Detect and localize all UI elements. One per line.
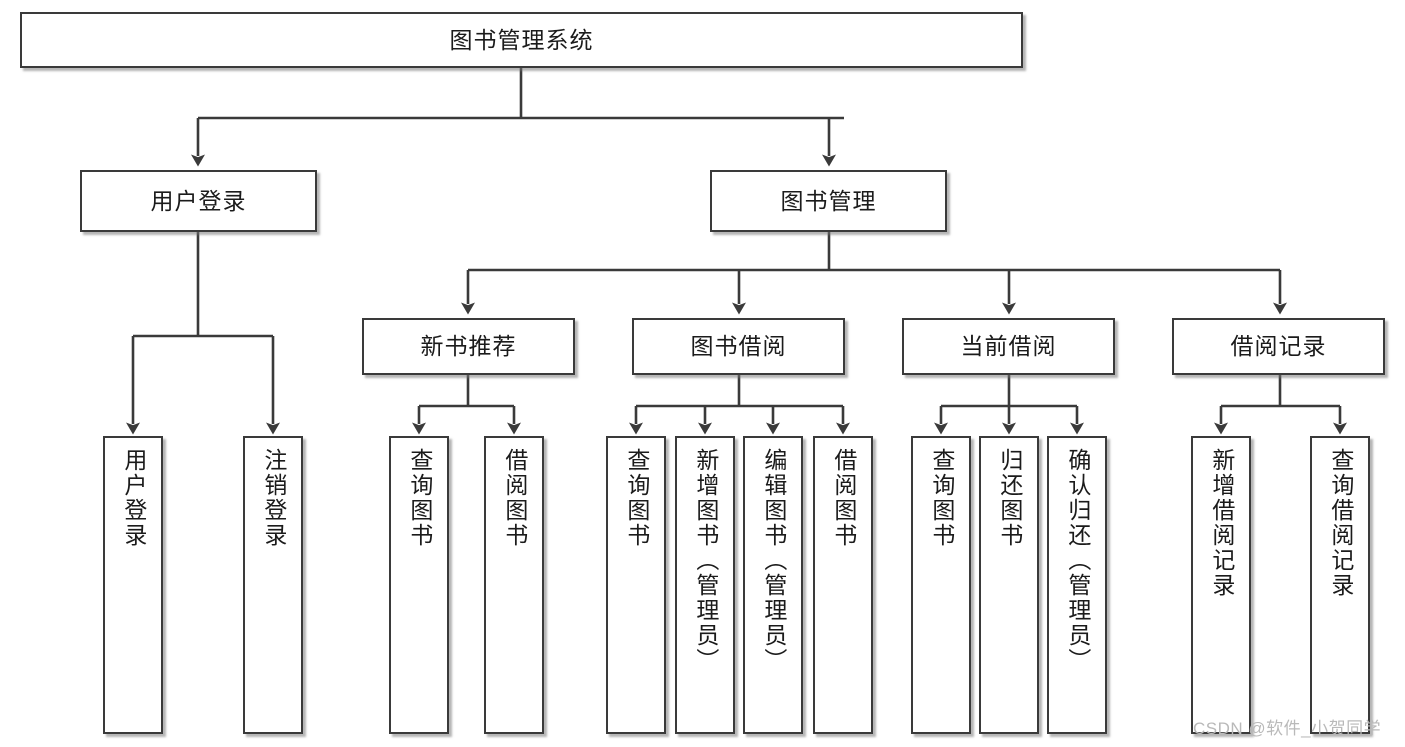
- leaf-label: 借阅图书: [501, 448, 528, 548]
- leaf-current-borrow-3[interactable]: 确认归还（管理员）: [1047, 436, 1107, 734]
- leaf-label: 新增图书（管理员）: [692, 448, 719, 673]
- node-root[interactable]: 图书管理系统: [20, 12, 1023, 68]
- leaf-user-login-1[interactable]: 用户登录: [103, 436, 163, 734]
- leaf-label: 借阅图书: [830, 448, 857, 548]
- leaf-label: 确认归还（管理员）: [1064, 448, 1091, 673]
- leaf-label: 查询借阅记录: [1327, 448, 1354, 598]
- leaf-current-borrow-1[interactable]: 查询图书: [911, 436, 971, 734]
- leaf-label: 新增借阅记录: [1208, 448, 1235, 598]
- node-book-manage-label: 图书管理: [780, 187, 877, 214]
- node-new-book-recommend[interactable]: 新书推荐: [362, 318, 575, 375]
- leaf-new-book-2[interactable]: 借阅图书: [484, 436, 544, 734]
- node-borrow-record[interactable]: 借阅记录: [1172, 318, 1385, 375]
- leaf-label: 用户登录: [120, 448, 147, 548]
- leaf-book-borrow-3[interactable]: 编辑图书（管理员）: [743, 436, 803, 734]
- leaf-label: 查询图书: [406, 448, 433, 548]
- leaf-user-login-2[interactable]: 注销登录: [243, 436, 303, 734]
- leaf-label: 归还图书: [996, 448, 1023, 548]
- node-current-borrow-label: 当前借阅: [960, 333, 1057, 360]
- node-user-login[interactable]: 用户登录: [80, 170, 317, 232]
- node-current-borrow[interactable]: 当前借阅: [902, 318, 1115, 375]
- node-book-borrow[interactable]: 图书借阅: [632, 318, 845, 375]
- node-book-manage[interactable]: 图书管理: [710, 170, 947, 232]
- node-new-book-recommend-label: 新书推荐: [420, 333, 517, 360]
- leaf-label: 查询图书: [623, 448, 650, 548]
- leaf-label: 查询图书: [928, 448, 955, 548]
- leaf-current-borrow-2[interactable]: 归还图书: [979, 436, 1039, 734]
- node-borrow-record-label: 借阅记录: [1230, 333, 1327, 360]
- leaf-borrow-record-1[interactable]: 新增借阅记录: [1191, 436, 1251, 734]
- node-user-login-label: 用户登录: [150, 187, 247, 214]
- leaf-borrow-record-2[interactable]: 查询借阅记录: [1310, 436, 1370, 734]
- leaf-label: 编辑图书（管理员）: [760, 448, 787, 673]
- leaf-new-book-1[interactable]: 查询图书: [389, 436, 449, 734]
- leaf-book-borrow-1[interactable]: 查询图书: [606, 436, 666, 734]
- leaf-book-borrow-2[interactable]: 新增图书（管理员）: [675, 436, 735, 734]
- node-book-borrow-label: 图书借阅: [690, 333, 787, 360]
- leaf-book-borrow-4[interactable]: 借阅图书: [813, 436, 873, 734]
- leaf-label: 注销登录: [260, 448, 287, 548]
- node-root-label: 图书管理系统: [449, 26, 594, 53]
